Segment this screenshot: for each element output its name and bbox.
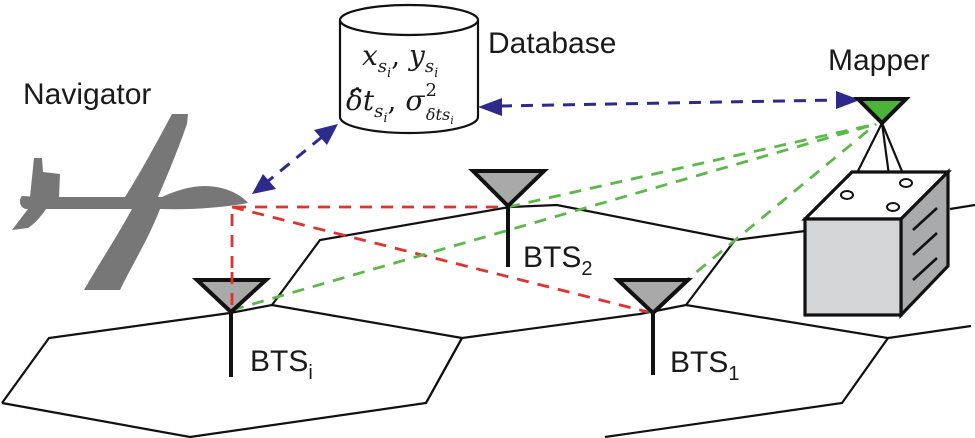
sub-s: s <box>442 105 450 124</box>
var-delta-t-hat: δ̂t <box>346 84 375 117</box>
arrowhead-icon <box>478 98 502 116</box>
range-line-bts-1 <box>231 205 649 314</box>
bts-base: BTS <box>670 346 728 379</box>
bts-sub: 1 <box>728 363 739 385</box>
bts-sub: i <box>308 362 312 384</box>
range-lines <box>230 205 649 314</box>
aircraft-icon <box>12 114 249 290</box>
bts-base: BTS <box>250 345 308 378</box>
separator: , <box>388 84 406 117</box>
link-database-mapper <box>499 98 839 108</box>
sub-i: i <box>450 114 454 127</box>
link-navigator-database <box>261 135 323 188</box>
sup-2: 2 <box>425 80 436 101</box>
cell-edge <box>949 203 975 211</box>
database-label: Database <box>488 27 616 60</box>
cell-grid <box>1 203 975 438</box>
var-y: y <box>407 39 426 72</box>
bts-1-label: BTS1 <box>670 346 739 385</box>
sub-s: s <box>374 101 383 122</box>
arrowhead-icon <box>252 174 276 194</box>
mapper-line-bts-i <box>231 122 877 312</box>
data-links <box>252 91 860 194</box>
navigator-label: Navigator <box>23 78 151 111</box>
sub-i: i <box>383 111 387 126</box>
mapper-lines <box>231 122 877 314</box>
cell-hexagon-bts-1 <box>425 303 890 438</box>
sub-i: i <box>387 66 391 81</box>
antenna-icon-bts-2 <box>468 169 549 267</box>
cell-hexagon-bts-i <box>1 303 464 438</box>
database-cylinder-icon <box>338 3 480 135</box>
bts-base: BTS <box>523 241 581 274</box>
range-line-bts-i-bts-2 <box>230 205 508 310</box>
mapper-line-bts-2 <box>507 122 877 209</box>
sub-i: i <box>434 66 438 81</box>
mapper-antenna-icon <box>853 97 911 126</box>
arrowhead-icon <box>836 91 860 109</box>
separator: , <box>391 39 409 72</box>
cell-hexagon-bts-2 <box>271 203 737 306</box>
sub-delta-t: δt <box>426 105 443 124</box>
db-line-1: xsi, ysi <box>362 39 438 81</box>
var-x: x <box>362 39 378 72</box>
server-box-icon <box>801 168 952 319</box>
bts-sub: 2 <box>581 258 592 280</box>
sub-s: s <box>425 56 434 77</box>
var-sigma: σ <box>405 84 425 117</box>
antenna-icon-bts-1 <box>612 278 694 375</box>
bts-2-label: BTS2 <box>523 241 592 280</box>
cell-edge <box>734 229 806 242</box>
arrowhead-icon <box>314 124 338 145</box>
cell-edge <box>887 324 972 340</box>
mapper-label: Mapper <box>828 44 930 77</box>
bts-i-label: BTSi <box>250 345 313 384</box>
sub-s: s <box>378 56 387 77</box>
